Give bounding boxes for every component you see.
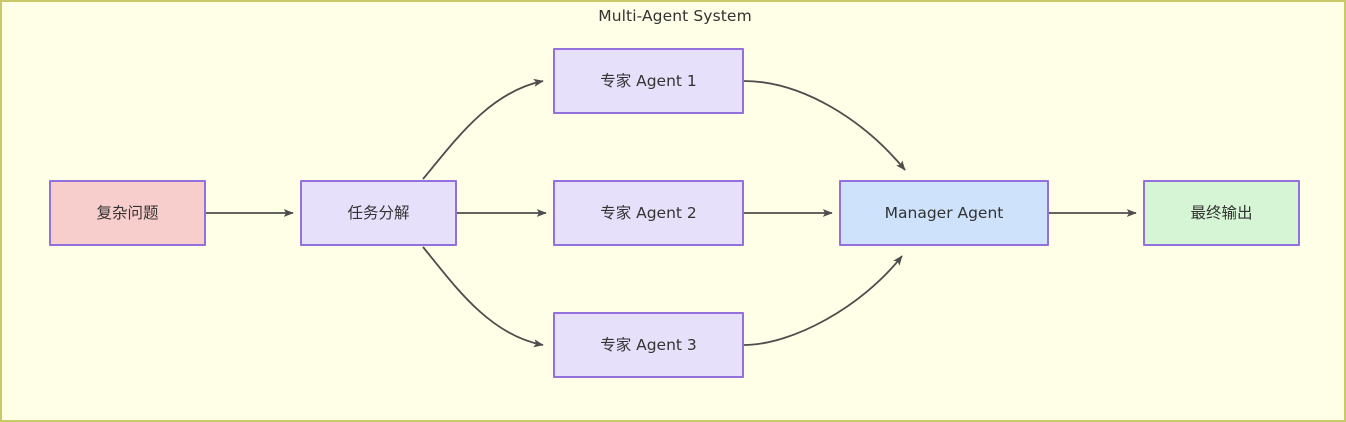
node-complex-problem[interactable]: 复杂问题 — [49, 180, 206, 246]
node-complex-problem-label: 复杂问题 — [96, 203, 159, 222]
edge-agent3-to-manager — [743, 255, 903, 346]
node-final-output-label: 最终输出 — [1190, 203, 1253, 222]
node-expert-agent-1[interactable]: 专家 Agent 1 — [553, 48, 744, 114]
diagram-title: Multi-Agent System — [598, 7, 752, 25]
node-expert-agent-2-label: 专家 Agent 2 — [600, 203, 697, 222]
node-expert-agent-2[interactable]: 专家 Agent 2 — [553, 180, 744, 246]
node-expert-agent-3-label: 专家 Agent 3 — [600, 335, 697, 354]
edge-agent1-to-manager — [743, 80, 906, 171]
edge-decompose-to-agent3 — [422, 246, 544, 348]
node-expert-agent-1-label: 专家 Agent 1 — [600, 71, 697, 90]
node-manager-agent-label: Manager Agent — [884, 203, 1004, 222]
node-task-decomposition[interactable]: 任务分解 — [300, 180, 457, 246]
node-expert-agent-3[interactable]: 专家 Agent 3 — [553, 312, 744, 378]
node-task-decomposition-label: 任务分解 — [347, 203, 410, 222]
node-final-output[interactable]: 最终输出 — [1143, 180, 1300, 246]
node-manager-agent[interactable]: Manager Agent — [839, 180, 1049, 246]
edge-decompose-to-agent1 — [422, 78, 544, 180]
